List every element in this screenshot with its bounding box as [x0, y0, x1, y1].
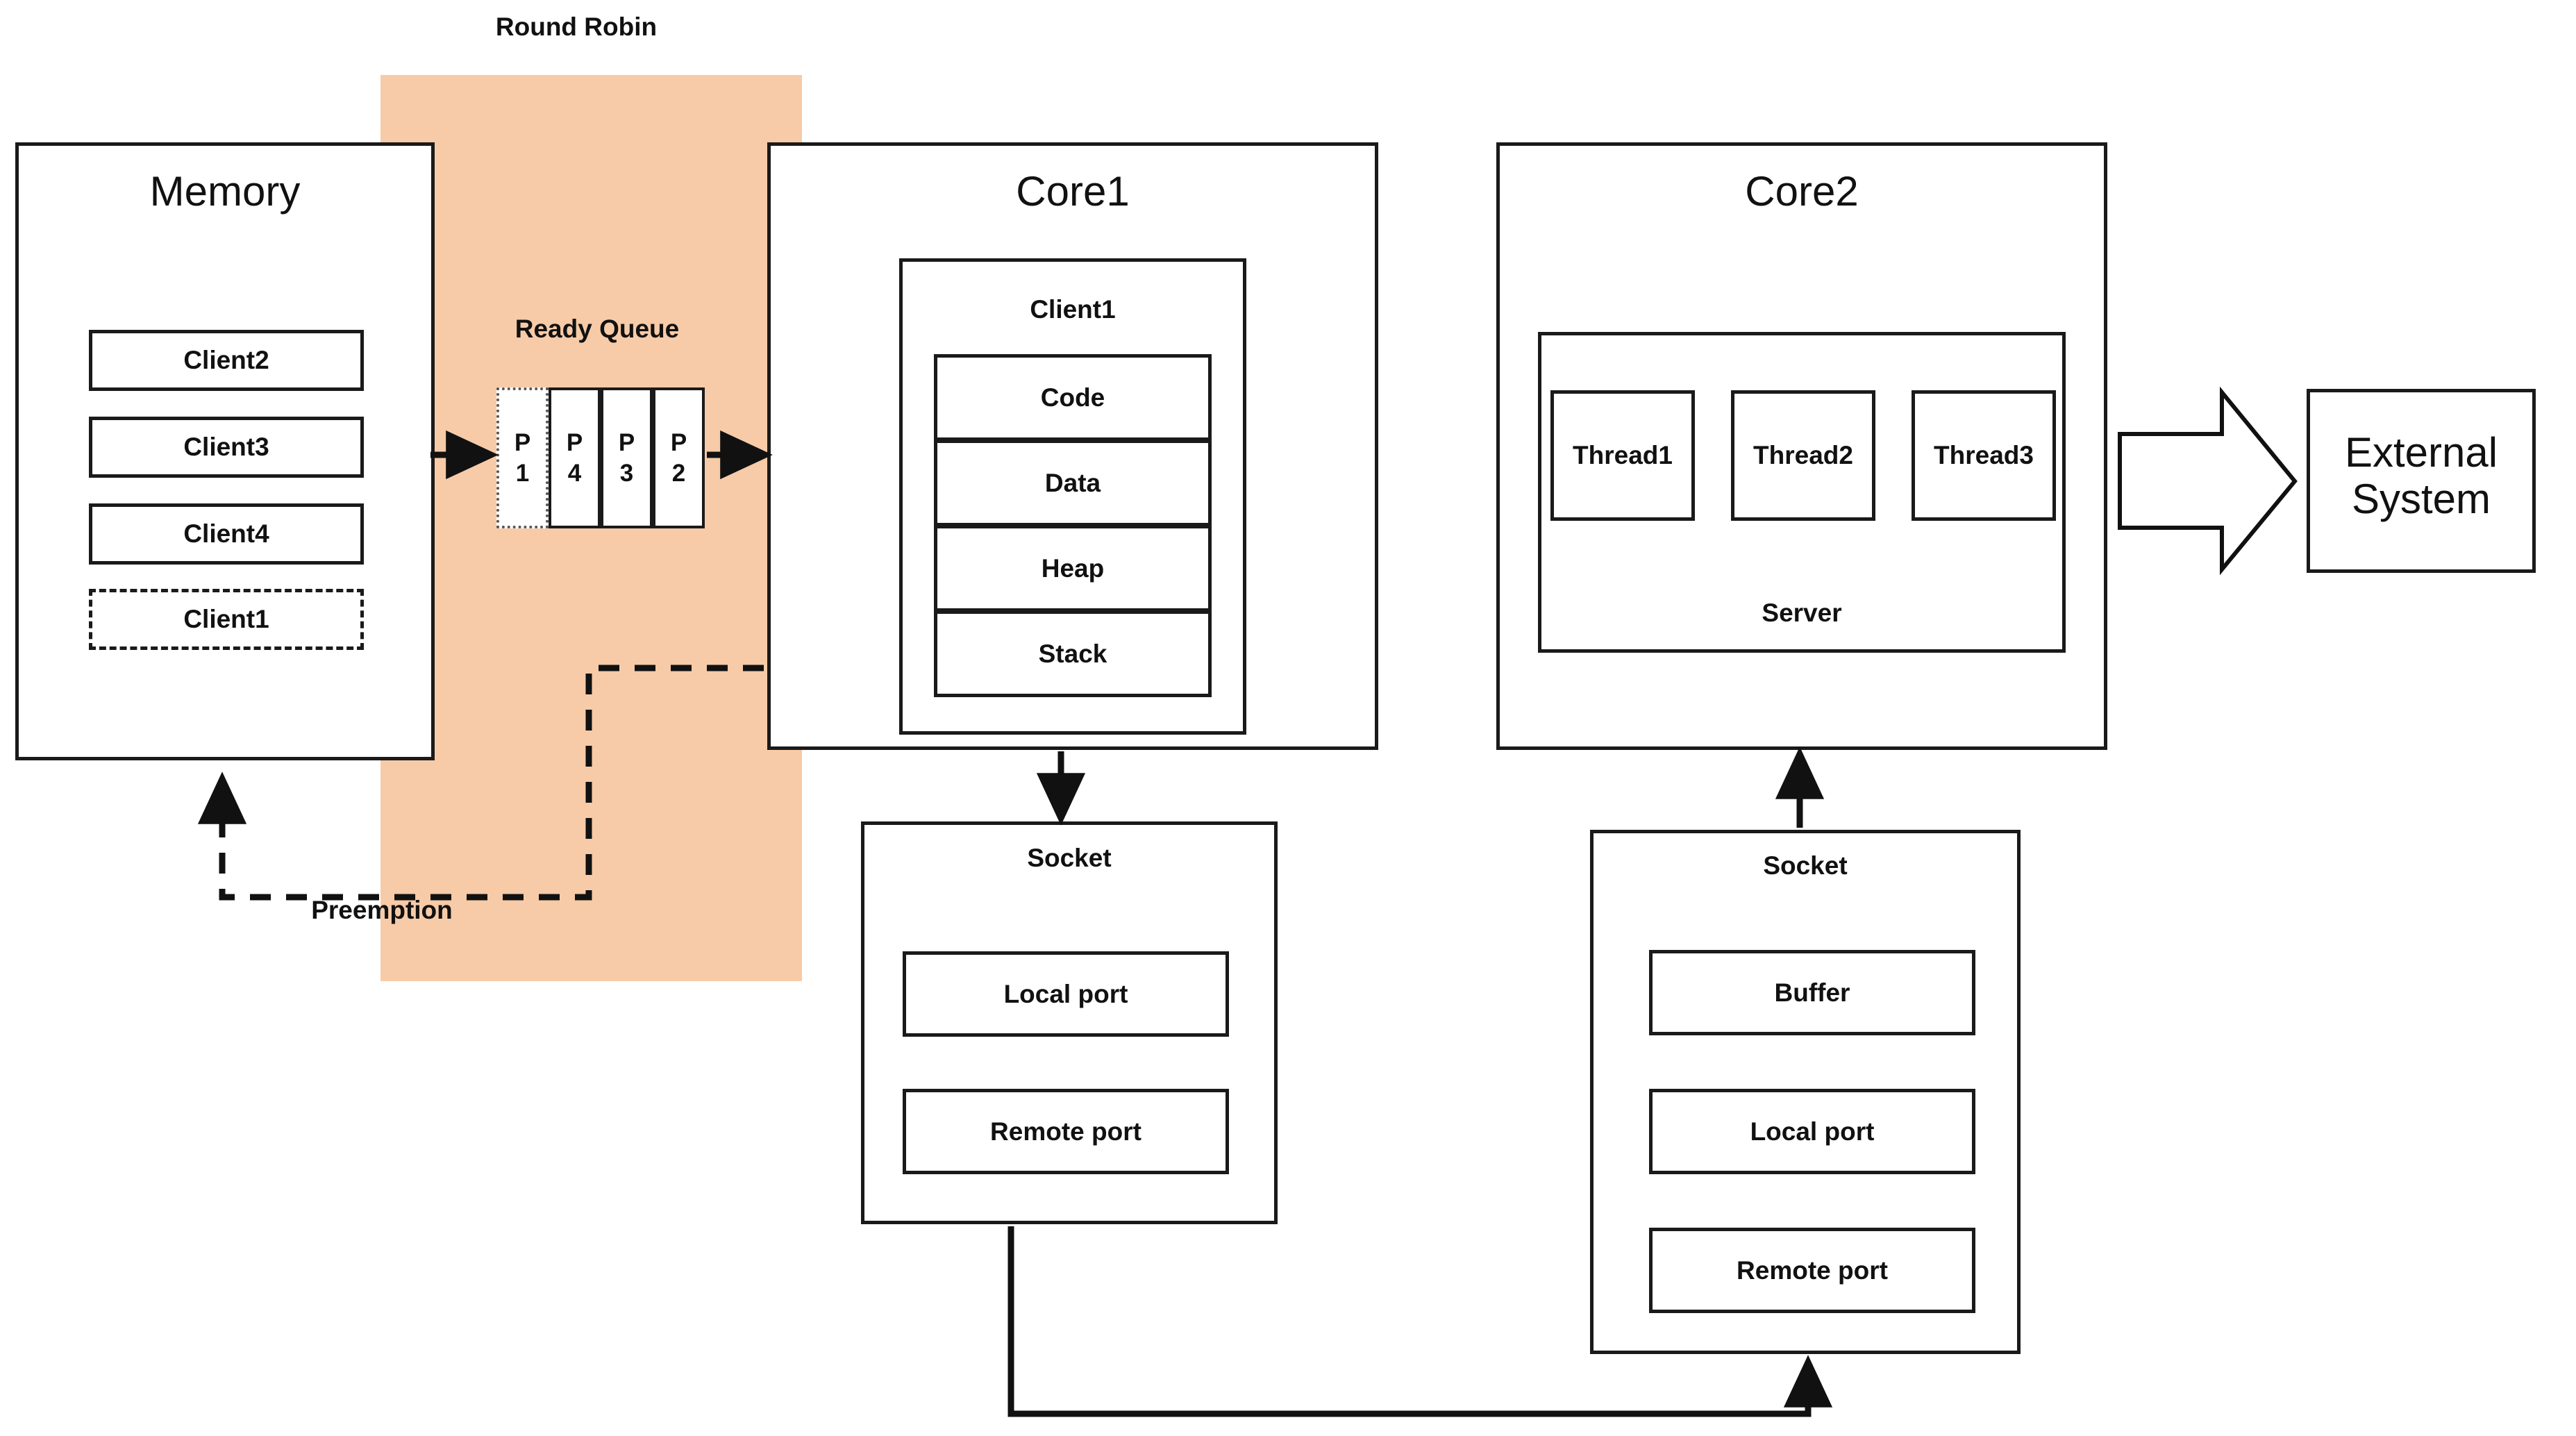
external-system-label: External System: [2307, 429, 2536, 522]
queue-cell-p1-number: 1: [515, 459, 530, 487]
queue-cell-p4-number: 4: [567, 459, 582, 487]
external-system-line2: System: [2351, 476, 2491, 523]
round-robin-title: Round Robin: [495, 12, 658, 41]
core1-title: Core1: [1016, 168, 1130, 215]
queue-cell-p4-prefix: P: [566, 428, 583, 456]
socket-left-remote-port[interactable]: Remote port: [903, 1089, 1229, 1174]
memory-client-1[interactable]: Client1: [89, 589, 364, 650]
queue-cell-p1[interactable]: P 1: [496, 387, 549, 528]
memory-client-4[interactable]: Client4: [89, 503, 364, 565]
external-system-box[interactable]: [2307, 389, 2536, 573]
queue-cell-p3-prefix: P: [618, 428, 635, 456]
memory-client-4-label: Client4: [183, 519, 269, 548]
socket-right-buffer[interactable]: Buffer: [1649, 950, 1975, 1035]
core1-segment-code-label: Code: [1040, 383, 1105, 412]
core2-title: Core2: [1745, 168, 1859, 215]
socket-left-local-port-label: Local port: [1003, 979, 1128, 1008]
memory-client-3-label: Client3: [183, 433, 269, 461]
ready-queue-title: Ready Queue: [515, 315, 680, 343]
memory-client-2[interactable]: Client2: [89, 330, 364, 391]
core1-segment-heap-label: Heap: [1041, 553, 1105, 583]
socket-right-buffer-label: Buffer: [1774, 978, 1850, 1007]
core2-thread-3[interactable]: Thread3: [1912, 390, 2056, 521]
core2-thread-2-label: Thread2: [1753, 441, 1853, 469]
queue-cell-p2[interactable]: P 2: [653, 387, 705, 528]
core1-segment-data[interactable]: Data: [934, 440, 1212, 526]
memory-client-1-label: Client1: [183, 605, 269, 633]
core2-thread-2[interactable]: Thread2: [1731, 390, 1875, 521]
queue-cell-p4[interactable]: P 4: [549, 387, 601, 528]
block-arrow-to-external-system: [2118, 386, 2298, 576]
core1-segment-code[interactable]: Code: [934, 354, 1212, 441]
socket-left-title: Socket: [1027, 844, 1112, 872]
queue-cell-p3-number: 3: [619, 459, 634, 487]
core2-thread-1-label: Thread1: [1573, 441, 1673, 469]
memory-client-3[interactable]: Client3: [89, 417, 364, 478]
core1-process-label: Client1: [1030, 295, 1116, 324]
queue-cell-p1-prefix: P: [514, 428, 531, 456]
core1-segment-stack-label: Stack: [1038, 639, 1107, 668]
core2-thread-3-label: Thread3: [1934, 441, 2034, 469]
socket-right-remote-port-label: Remote port: [1737, 1255, 1888, 1285]
core1-segment-data-label: Data: [1044, 468, 1101, 497]
core2-server-label: Server: [1762, 599, 1842, 627]
core1-segment-heap[interactable]: Heap: [934, 525, 1212, 612]
socket-left-local-port[interactable]: Local port: [903, 951, 1229, 1037]
socket-right-title: Socket: [1763, 851, 1848, 880]
core2-thread-1[interactable]: Thread1: [1550, 390, 1695, 521]
memory-title: Memory: [149, 168, 301, 215]
queue-cell-p2-prefix: P: [670, 428, 687, 456]
socket-right-remote-port[interactable]: Remote port: [1649, 1228, 1975, 1313]
socket-right-local-port[interactable]: Local port: [1649, 1089, 1975, 1174]
socket-right-local-port-label: Local port: [1750, 1117, 1875, 1146]
preemption-label: Preemption: [311, 896, 453, 924]
queue-cell-p2-number: 2: [671, 459, 686, 487]
external-system-line1: External: [2344, 429, 2498, 476]
core1-segment-stack[interactable]: Stack: [934, 610, 1212, 697]
memory-client-2-label: Client2: [183, 346, 269, 374]
socket-left-remote-port-label: Remote port: [990, 1117, 1141, 1146]
queue-cell-p3[interactable]: P 3: [601, 387, 653, 528]
